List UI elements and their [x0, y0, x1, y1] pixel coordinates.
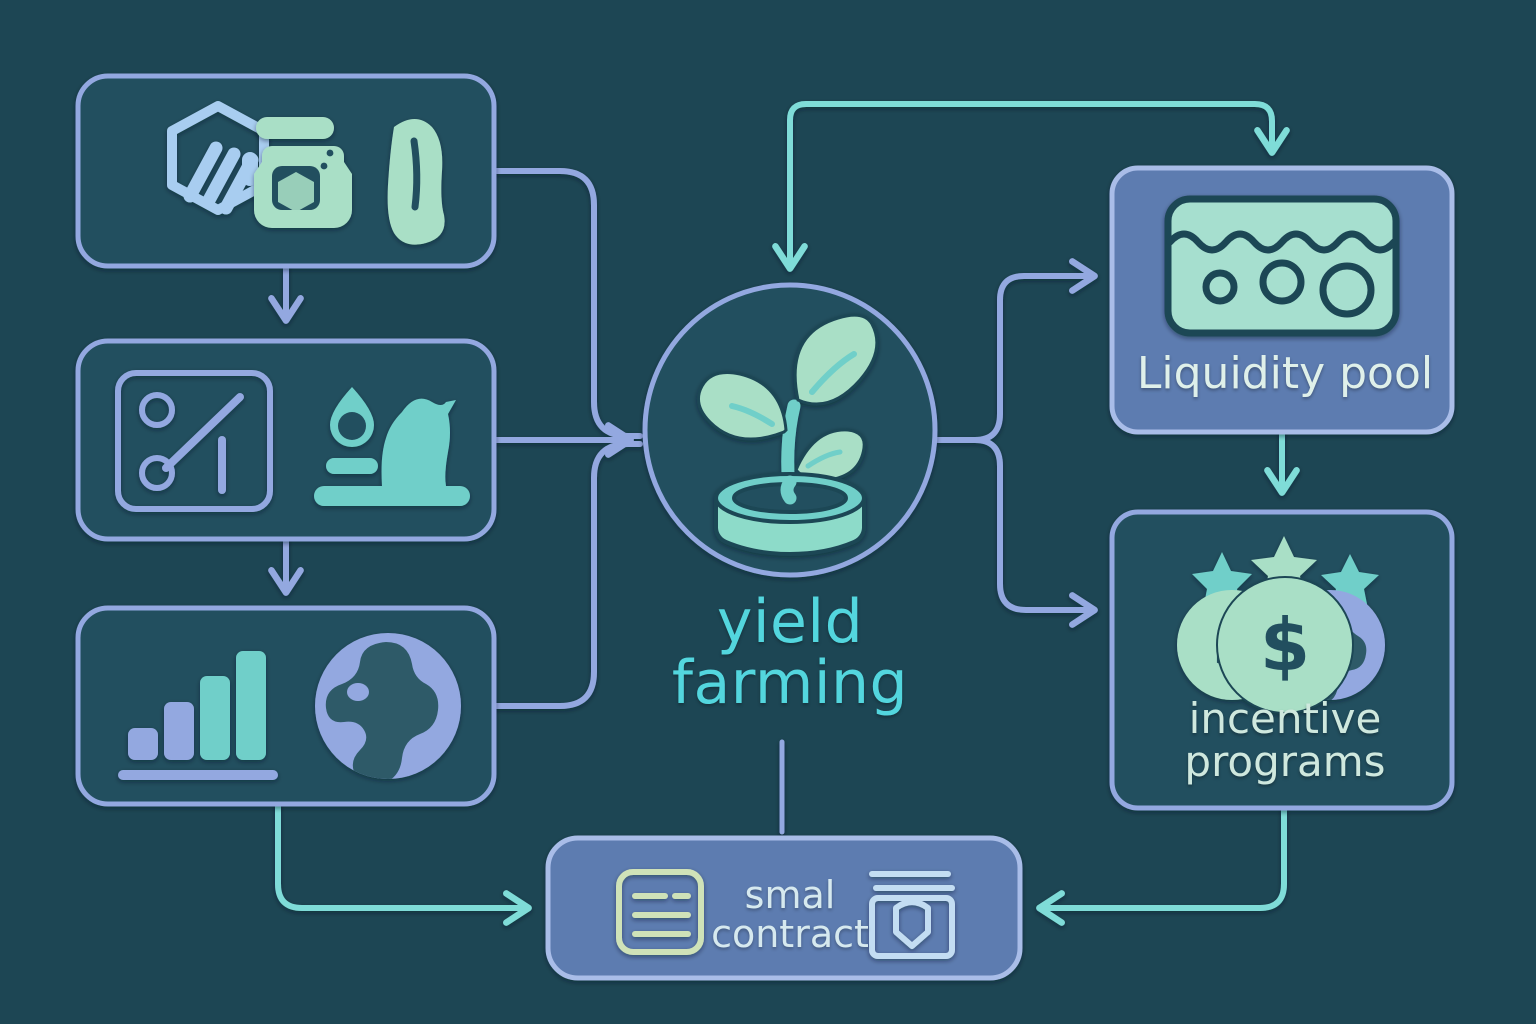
node-contract[interactable]	[545, 835, 1023, 981]
bar-chart-icon	[118, 651, 278, 780]
edge-sources-to-center	[491, 168, 643, 439]
node-center[interactable]	[642, 282, 938, 578]
node-analytics[interactable]	[75, 605, 497, 807]
avatar-badge-icon	[315, 633, 461, 779]
pill-capsule-icon	[387, 119, 445, 245]
node-sources[interactable]	[75, 73, 497, 269]
certificate-shield-icon	[869, 871, 955, 959]
coins-stars-icon: $ $	[1177, 536, 1385, 714]
edge-analytics-to-center	[491, 441, 643, 709]
seedling-plant-icon	[696, 313, 879, 557]
bird-icon	[314, 398, 470, 506]
edge-center-to-liquidity	[934, 258, 1098, 443]
document-lines-icon	[616, 869, 704, 955]
jar-icon	[254, 117, 352, 228]
honeycomb-hex-icon	[167, 101, 269, 215]
node-incentive[interactable]: $ $	[1109, 509, 1455, 811]
edge-incentive-to-contract	[1036, 805, 1287, 926]
edge-top-rail-cyan	[772, 101, 1290, 272]
node-rates[interactable]	[75, 338, 497, 542]
percentage-chart-icon	[115, 370, 273, 512]
edge-analytics-to-contract	[275, 801, 532, 926]
svg-text:$: $	[1260, 603, 1310, 687]
water-drop-icon	[326, 387, 378, 474]
node-liquidity[interactable]	[1109, 165, 1455, 435]
edge-center-to-incentive	[934, 437, 1098, 628]
pool-water-icon	[1164, 195, 1400, 337]
